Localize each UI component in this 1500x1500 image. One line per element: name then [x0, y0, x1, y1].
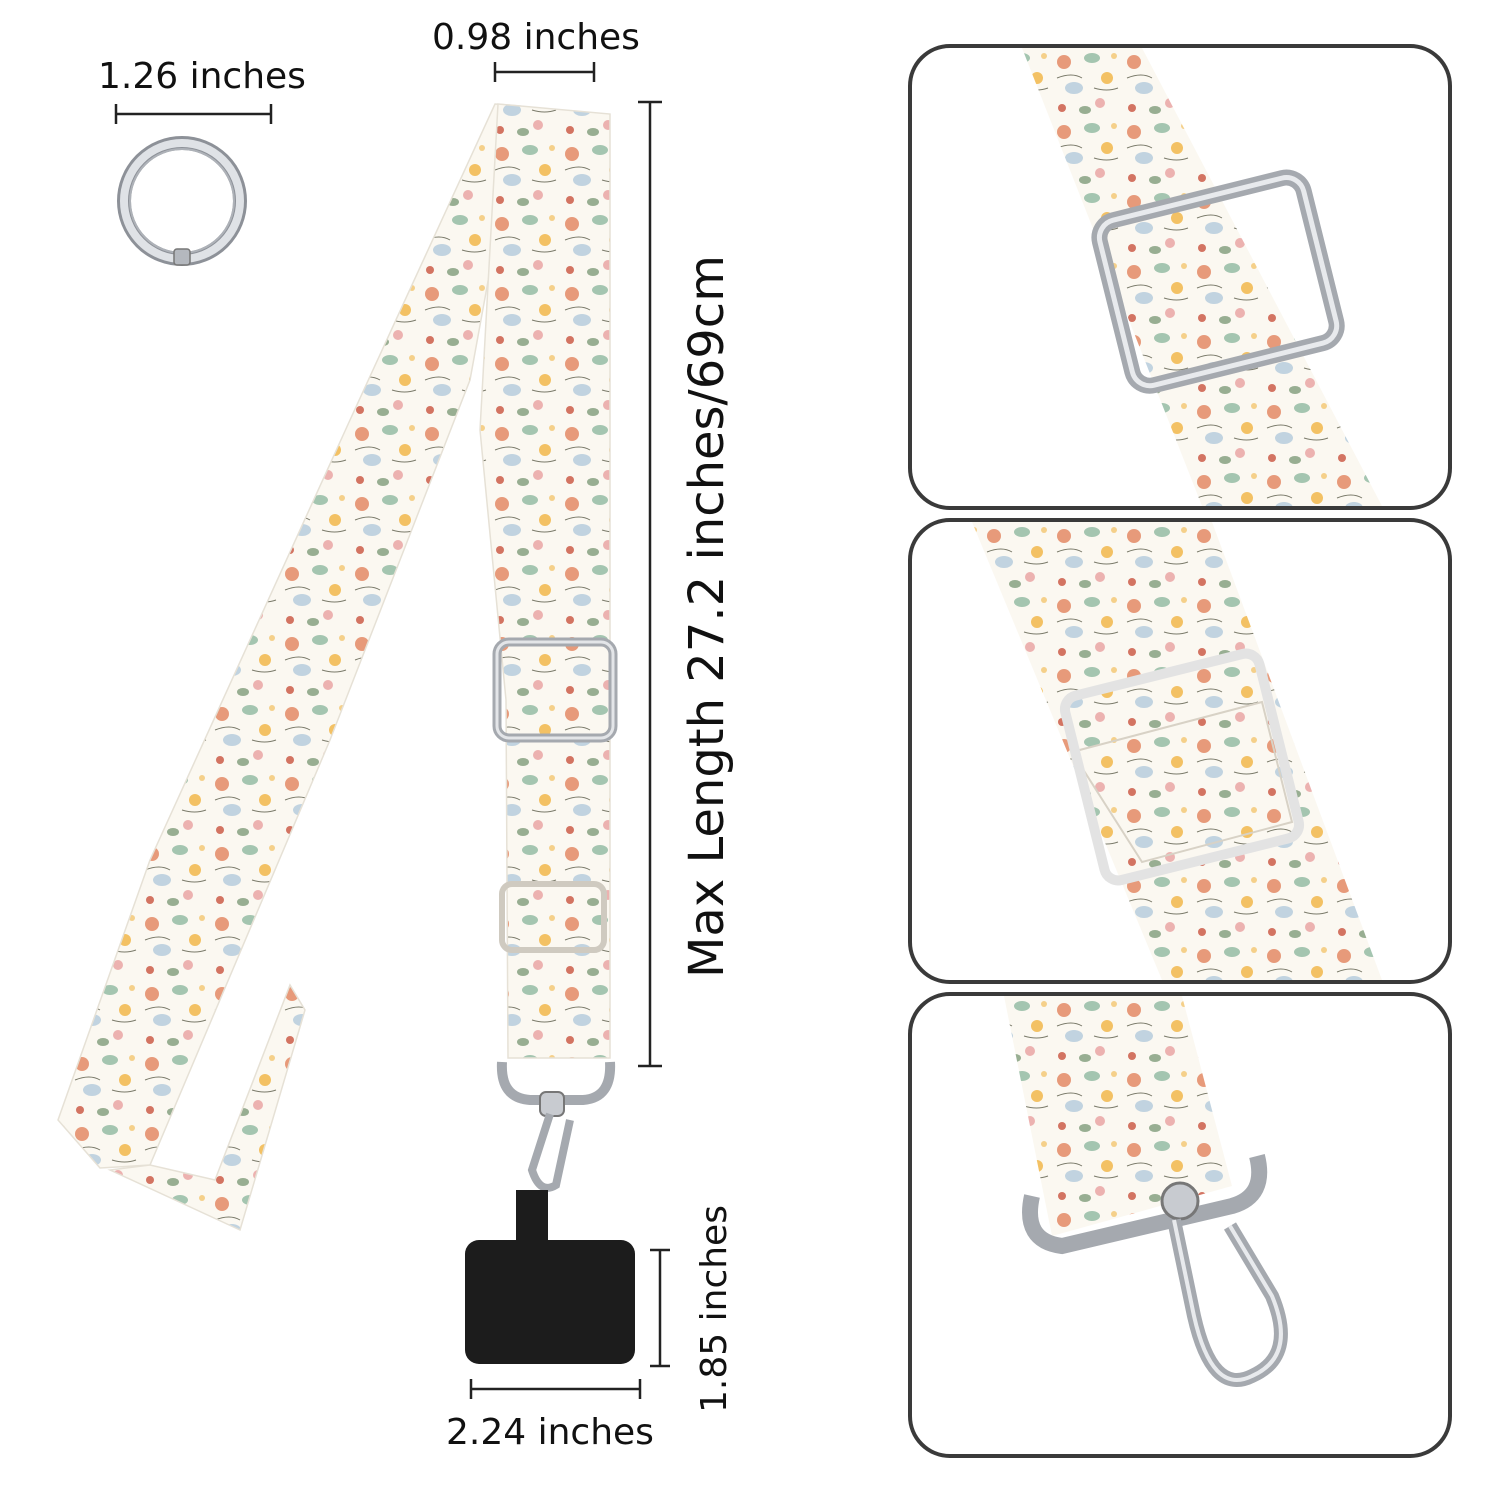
patch-width-label: 2.24 inches: [446, 1412, 654, 1453]
ring-width-label: 1.26 inches: [98, 56, 306, 97]
strap-width-label: 0.98 inches: [432, 17, 640, 58]
lanyard-strap: [57, 103, 635, 1364]
snap-hook: [527, 1112, 574, 1192]
d-ring: [1022, 1154, 1268, 1255]
phone-patch: [465, 1240, 635, 1364]
detail-panel-buckle: [908, 44, 1452, 510]
keeper-loop: [499, 881, 607, 953]
detail-panel-clasp: [908, 992, 1452, 1458]
split-ring-icon: [117, 136, 247, 266]
detail-panel-adjuster: [908, 518, 1452, 984]
